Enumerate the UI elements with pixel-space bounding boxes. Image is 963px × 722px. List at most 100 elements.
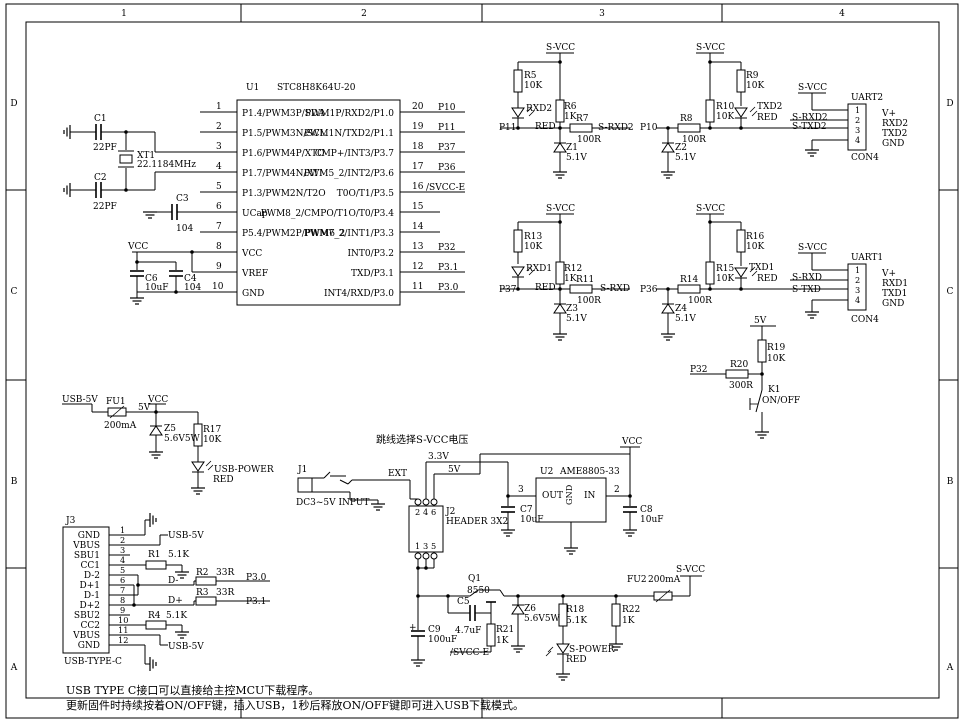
r2-ref: R2	[196, 568, 209, 578]
u1-pin-num: 1	[216, 102, 222, 112]
u1-pin-num: 12	[412, 262, 423, 272]
usbc-pin-num: 3	[120, 545, 125, 555]
led-usb-power-color: RED	[213, 475, 234, 485]
uart2-pin: 4	[855, 135, 860, 145]
u1-pin-name: PWM1N/TXD2/P1.1	[304, 129, 394, 139]
r1-value: 5.1K	[168, 550, 189, 560]
r12-ref: R12	[564, 264, 582, 274]
z6-value: 5.6V5W	[524, 614, 561, 624]
net-d-plus: D+	[168, 596, 183, 606]
c1-ref: C1	[94, 114, 107, 124]
r16-ref: R16	[746, 232, 765, 242]
u1-pin-name: P1.4/PWM3P/SDA	[242, 109, 325, 119]
r8-value: 100R	[682, 135, 706, 145]
usbc-pin-label: D-2	[84, 571, 100, 581]
uart1-label: TXD1	[882, 289, 907, 299]
r12-value: 1K	[564, 274, 577, 284]
net-p36: P36	[640, 285, 658, 295]
u1-pin-num: 13	[412, 242, 424, 252]
r22-value: 1K	[622, 616, 635, 626]
c4-value: 104	[184, 283, 201, 293]
svcc-label: S-VCC	[798, 243, 827, 253]
r6-value: 1K	[564, 112, 577, 122]
led-txd1-color: RED	[757, 274, 778, 284]
c9-plus: +	[409, 623, 417, 633]
j2-pin: 5	[431, 541, 436, 551]
uart2-label: TXD2	[882, 129, 907, 139]
u1-pin-num: 16	[412, 182, 424, 192]
row-label: C	[947, 287, 954, 297]
uart2-label: GND	[882, 139, 904, 149]
net-p37: P37	[499, 285, 517, 295]
row-label: D	[10, 99, 17, 109]
net-s-rxd2: S-RXD2	[598, 123, 634, 133]
r14-ref: R14	[680, 275, 699, 285]
u1-pin-name: P1.6/PWM4P/XTO	[242, 149, 325, 159]
uart2-label: V+	[881, 109, 896, 119]
usbc-pin-label: D+2	[80, 601, 100, 611]
uart2-pin: 3	[855, 125, 860, 135]
fu1-value: 200mA	[104, 421, 137, 431]
c9-value: 100uF	[428, 635, 457, 645]
uart2-pin: 2	[855, 115, 860, 125]
uart1-rx-block: S-VCC R13 10K RXD1 RED R12 1K P37 R11 10…	[499, 204, 630, 341]
net-5v: 5V	[138, 403, 151, 413]
u1-pin-num: 8	[216, 242, 222, 252]
led-rxd1-color: RED	[535, 283, 556, 293]
r13-ref: R13	[524, 232, 543, 242]
uart1-tx-block: S-VCC R16 10K R15 10K TXD1 RED P36 R14 1…	[640, 204, 848, 341]
usbc-pin-num: 12	[118, 635, 128, 645]
net-svcc-e: /SVCC-E	[450, 648, 489, 658]
r2-value: 33R	[216, 568, 234, 578]
c5-value: 4.7uF	[455, 626, 481, 636]
row-label: B	[11, 477, 18, 487]
fu2-ref: FU2	[627, 575, 647, 585]
net-label: P3.1	[438, 263, 458, 273]
net-d-minus: D-	[168, 576, 178, 586]
vcc-label: VCC	[147, 395, 168, 405]
u1-pin-num: 3	[216, 142, 222, 152]
c1-value: 22PF	[93, 143, 117, 153]
uart1-label: RXD1	[882, 279, 908, 289]
usbc-pin-label: D-1	[84, 591, 100, 601]
j3-type: USB-TYPE-C	[64, 657, 122, 667]
c7-ref: C7	[520, 505, 533, 515]
net-ext: EXT	[388, 469, 407, 479]
uart2-ref: UART2	[851, 93, 883, 103]
r17-ref: R17	[203, 425, 222, 435]
net-p30: P3.0	[246, 573, 267, 583]
r10-value: 10K	[716, 112, 734, 122]
u1-ref: U1	[246, 83, 259, 93]
usbc-pin-num: 2	[120, 535, 125, 545]
usbc-pin-label: GND	[78, 641, 100, 651]
led-usb-power-ref: USB-POWER	[214, 465, 274, 475]
usbc-pin-label: SBU2	[74, 611, 100, 621]
uart1-pin: 3	[855, 285, 860, 295]
c3-value: 104	[176, 224, 193, 234]
u2-ref: U2	[540, 467, 553, 477]
r11-value: 100R	[577, 296, 601, 306]
uart2-rx-block: S-VCC R5 10K RXD2 RED R6 1K P11 R7 100R …	[499, 43, 634, 179]
j3-ref: J3	[65, 516, 76, 526]
u1-pin-name: PWM1P/RXD2/P1.0	[305, 109, 394, 119]
column-label: 1	[121, 9, 127, 19]
row-label: A	[10, 663, 18, 673]
net-3v3: 3.3V	[428, 452, 449, 462]
u1-pin-num: 18	[412, 142, 424, 152]
note-line: 更新固件时持续按着ON/OFF键，插入USB，1秒后释放ON/OFF键即可进入U…	[66, 698, 524, 712]
column-label: 4	[839, 9, 845, 19]
key-circuit: 5V R19 10K P32 R20 300R K1 ON/OFF	[690, 316, 800, 439]
xt1-ref: XT1	[137, 151, 155, 161]
u1-pin-name: VREF	[241, 269, 268, 279]
u1-pin-name: INT0/P3.2	[347, 249, 394, 259]
u2-out: OUT	[542, 491, 563, 501]
r22-ref: R22	[622, 605, 640, 615]
usbc-pin-num: 8	[120, 595, 125, 605]
usbc-pin-label: CC2	[81, 621, 101, 631]
fu1-ref: FU1	[106, 397, 126, 407]
net-label: P36	[438, 163, 456, 173]
row-label: D	[946, 99, 953, 109]
c2-ref: C2	[94, 173, 107, 183]
net-usb-5v: USB-5V	[168, 531, 204, 541]
